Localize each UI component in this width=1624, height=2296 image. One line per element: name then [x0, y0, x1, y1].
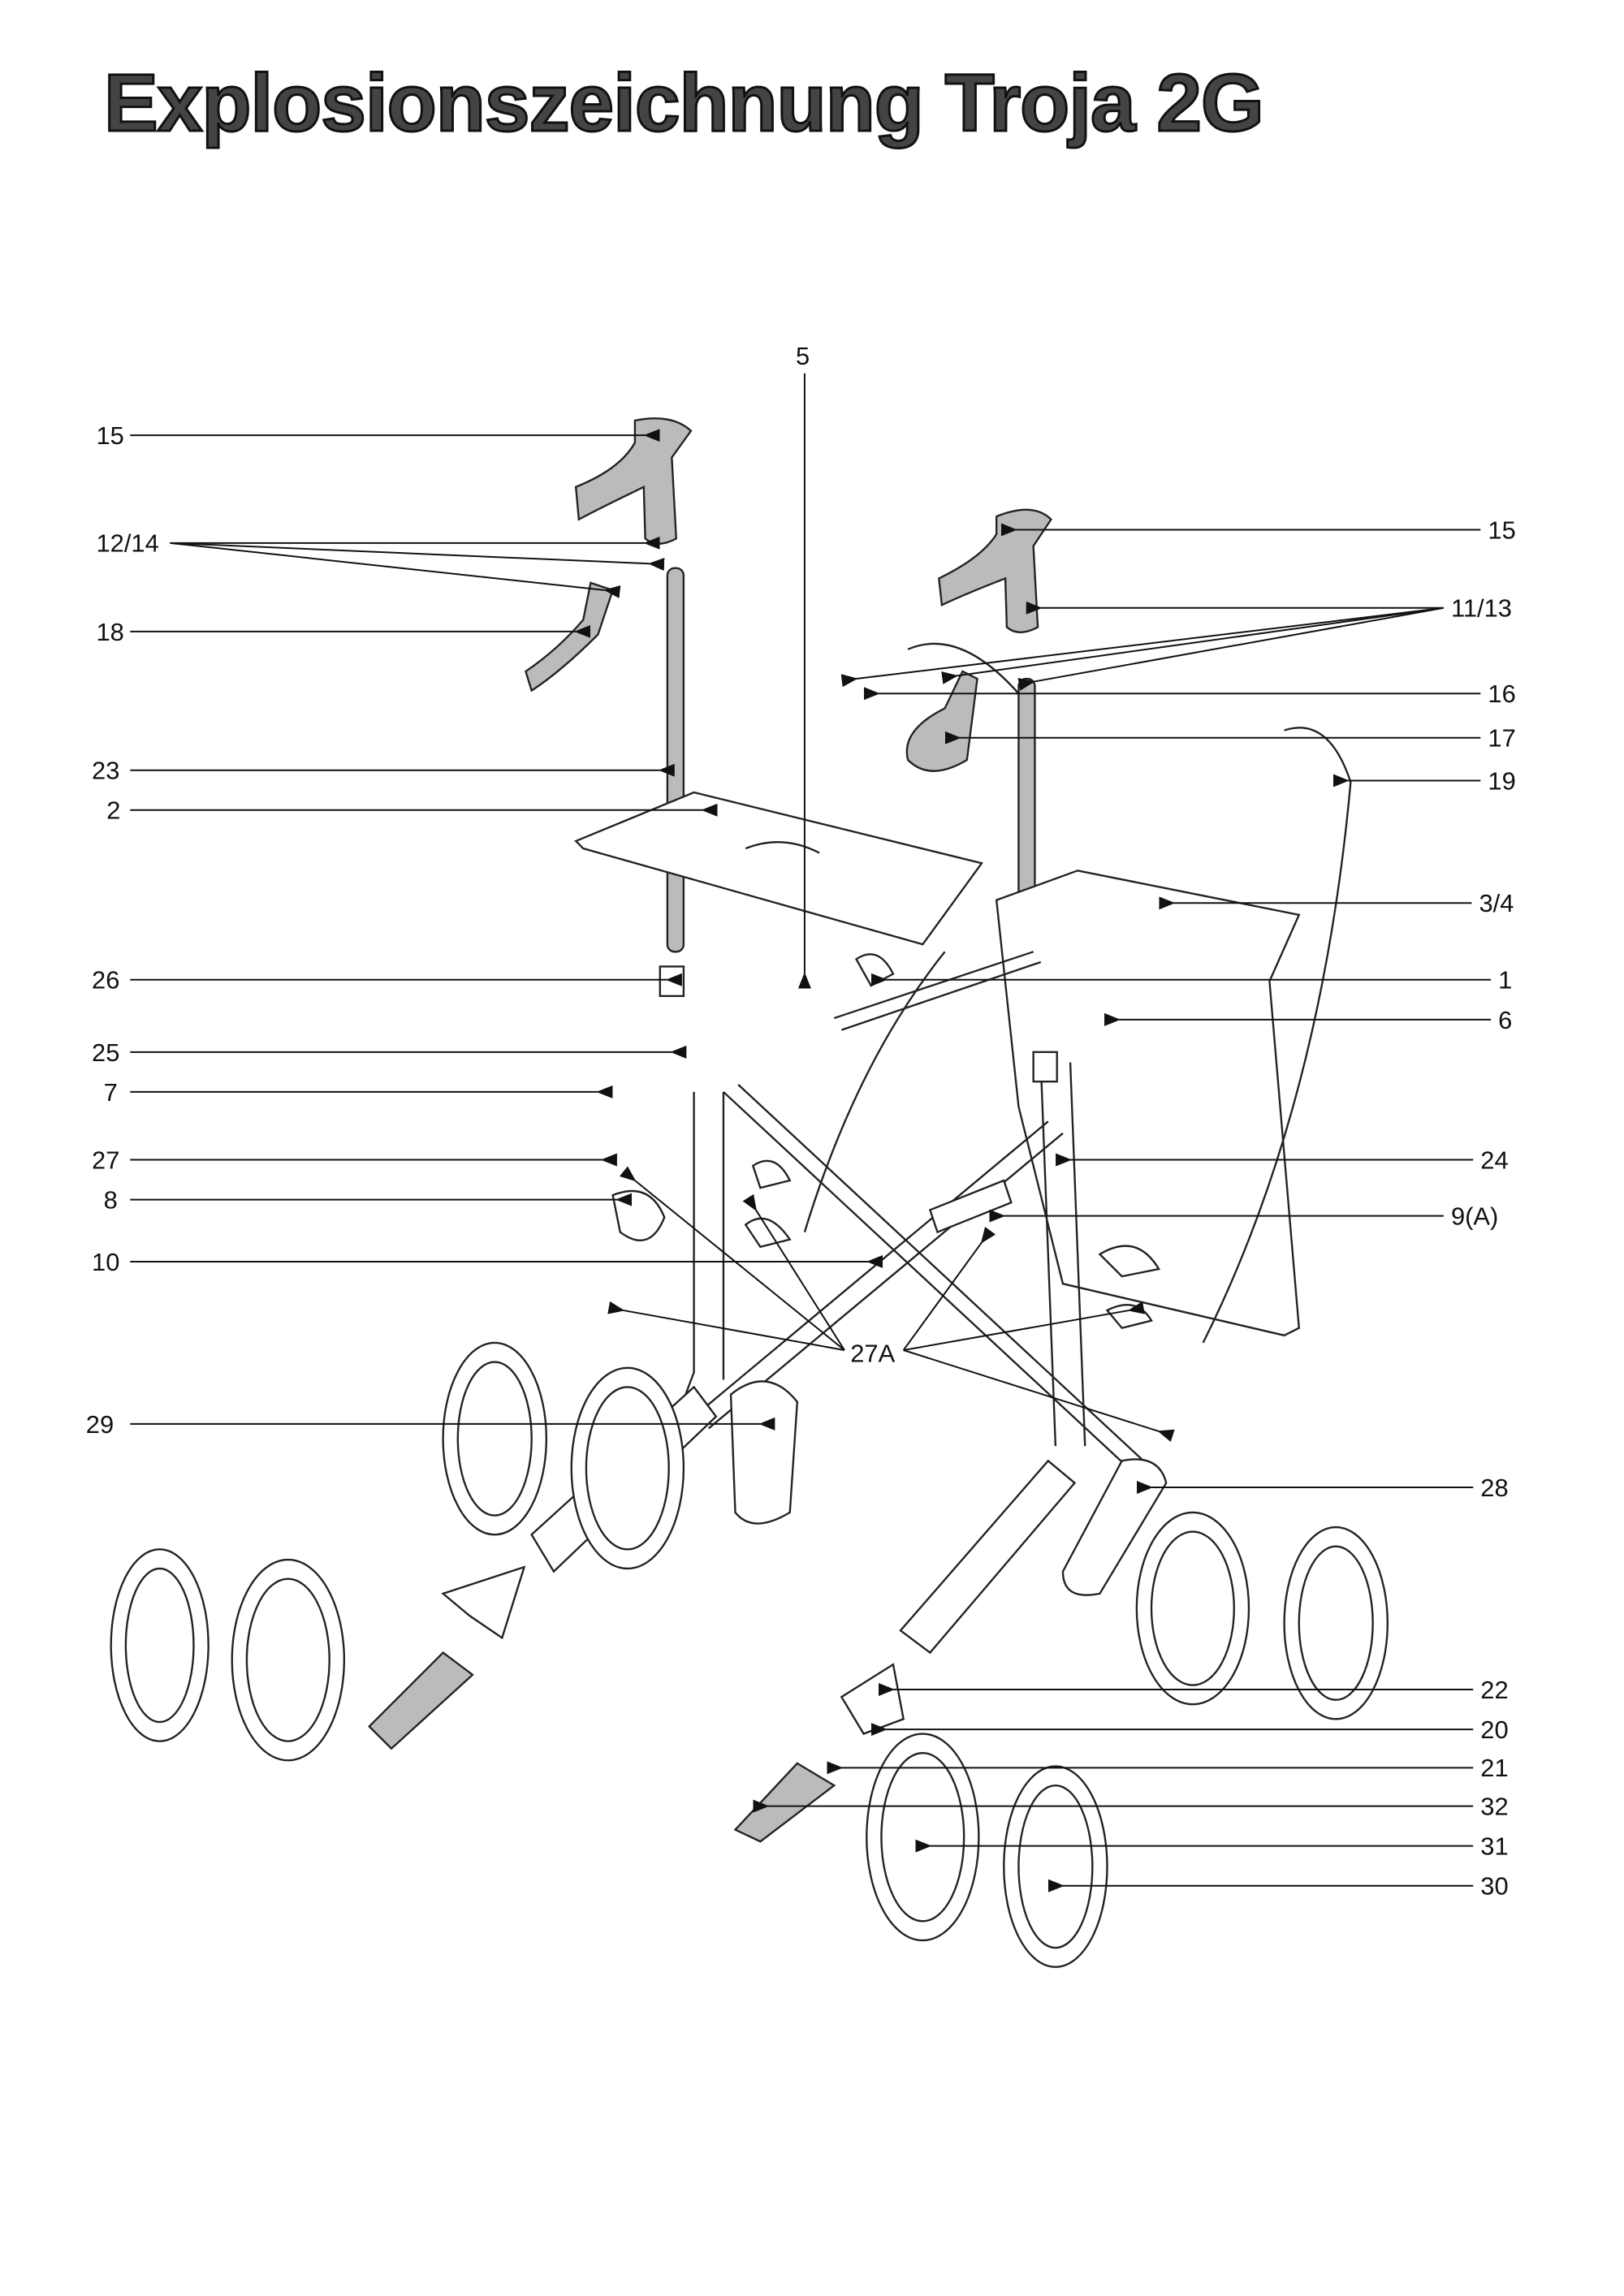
- brake-pedal-left: [368, 1651, 474, 1750]
- callout: 31: [1480, 1832, 1508, 1861]
- callout: 25: [92, 1038, 119, 1067]
- callout: 30: [1480, 1872, 1508, 1901]
- leader-line: [619, 1166, 845, 1351]
- wheel: [866, 1733, 980, 1942]
- callout: 27A: [850, 1340, 895, 1368]
- callout: 9(A): [1451, 1202, 1498, 1231]
- brake-cable: [803, 642, 1352, 1344]
- frame: [648, 951, 1152, 1491]
- rollator-drawing: [368, 417, 1352, 1843]
- callout: 8: [104, 1186, 118, 1215]
- wheel: [1283, 1526, 1389, 1720]
- leader-line: [840, 606, 1445, 688]
- callout: 1: [1498, 966, 1512, 995]
- basket: [995, 870, 1301, 1337]
- wheel: [1135, 1511, 1250, 1706]
- callout: 19: [1488, 766, 1515, 795]
- wheel: [570, 1366, 685, 1570]
- leader-line: [941, 606, 1445, 684]
- callout: 28: [1480, 1474, 1508, 1502]
- callout: 11/13: [1451, 594, 1512, 623]
- callout: 24: [1480, 1146, 1508, 1174]
- callout: 21: [1480, 1754, 1508, 1782]
- wheel: [231, 1558, 346, 1762]
- wheel: [110, 1548, 209, 1742]
- leader-line: [742, 1193, 845, 1351]
- seat-board: [574, 791, 983, 946]
- wheel: [1003, 1765, 1108, 1968]
- callout: 20: [1480, 1716, 1508, 1744]
- leader-line: [170, 542, 621, 598]
- wheel: [442, 1341, 548, 1536]
- page-title: Explosionszeichnung Troja 2G: [103, 57, 1266, 150]
- callout: 15: [97, 421, 124, 450]
- callout: 16: [1488, 680, 1515, 708]
- callout: 12/14: [97, 529, 159, 558]
- callout: 23: [92, 757, 119, 785]
- callout: 32: [1480, 1793, 1508, 1821]
- callout: 22: [1480, 1676, 1508, 1704]
- brake-pedal-right: [733, 1762, 836, 1843]
- callout: 5: [796, 342, 810, 370]
- leader-line: [1017, 606, 1445, 691]
- brake-lever-left: [525, 581, 615, 693]
- callout: 3/4: [1479, 889, 1514, 917]
- callout: 15: [1488, 516, 1515, 544]
- front-fork-right: [840, 1458, 1168, 1735]
- leader-line: [903, 1301, 1145, 1351]
- callout: 6: [1498, 1006, 1512, 1034]
- callout: 29: [86, 1410, 114, 1439]
- callout: 26: [92, 966, 119, 995]
- leader-line: [902, 1227, 996, 1351]
- callout: 18: [97, 618, 124, 646]
- handle-grip-left: [574, 417, 693, 545]
- leader-line: [903, 1349, 1175, 1443]
- push-bar-left: [666, 567, 685, 953]
- callout: 17: [1488, 724, 1515, 753]
- callout: 10: [92, 1248, 119, 1276]
- leader-lines: [130, 373, 1492, 1892]
- leader-line: [607, 1301, 845, 1351]
- handle-grip-right: [938, 508, 1052, 633]
- leader-line: [170, 542, 665, 572]
- callout: 2: [106, 796, 120, 825]
- brake-lever-right: [905, 670, 978, 772]
- wheels: [110, 1341, 1389, 1968]
- callout-labels: 1512/14182322625727810291511/131617193/4…: [86, 342, 1516, 1901]
- callout: 7: [104, 1078, 118, 1107]
- callout: 27: [92, 1146, 119, 1174]
